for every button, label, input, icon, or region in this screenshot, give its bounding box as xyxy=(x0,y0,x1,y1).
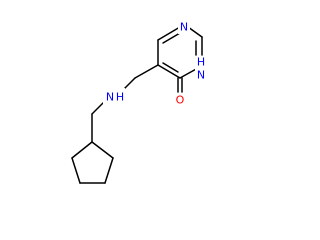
ring-nh-nitrogen-label: N xyxy=(197,69,205,82)
bond-c6-n1-inner xyxy=(162,32,181,44)
bond-c4-c5 xyxy=(157,64,181,79)
nitrogen-label: N xyxy=(180,21,188,34)
atom-label-bg xyxy=(174,93,186,107)
chemical-structure-diagram: N H N O N H xyxy=(71,20,207,184)
bond-c5-ch2 xyxy=(134,64,159,79)
atom-label-bg xyxy=(103,88,125,104)
amine-nitrogen-label: N xyxy=(106,91,114,104)
atom-labels: N H N O N H xyxy=(103,20,207,107)
bond-cp-4 xyxy=(71,157,81,184)
atom-label-bg xyxy=(195,58,207,82)
bond-c6-n1 xyxy=(157,26,181,41)
oxygen-label: O xyxy=(176,94,185,107)
ring-nh-hydrogen-label: H xyxy=(197,56,205,69)
bond-cp-2 xyxy=(104,157,114,184)
bond-c4-c5-inner xyxy=(162,62,179,73)
amine-hydrogen-label: H xyxy=(116,91,124,104)
bond-n1-c2 xyxy=(187,26,203,38)
bond-cp-5 xyxy=(71,141,93,159)
bond-cp-1 xyxy=(91,141,114,159)
atom-label-bg xyxy=(178,20,190,34)
